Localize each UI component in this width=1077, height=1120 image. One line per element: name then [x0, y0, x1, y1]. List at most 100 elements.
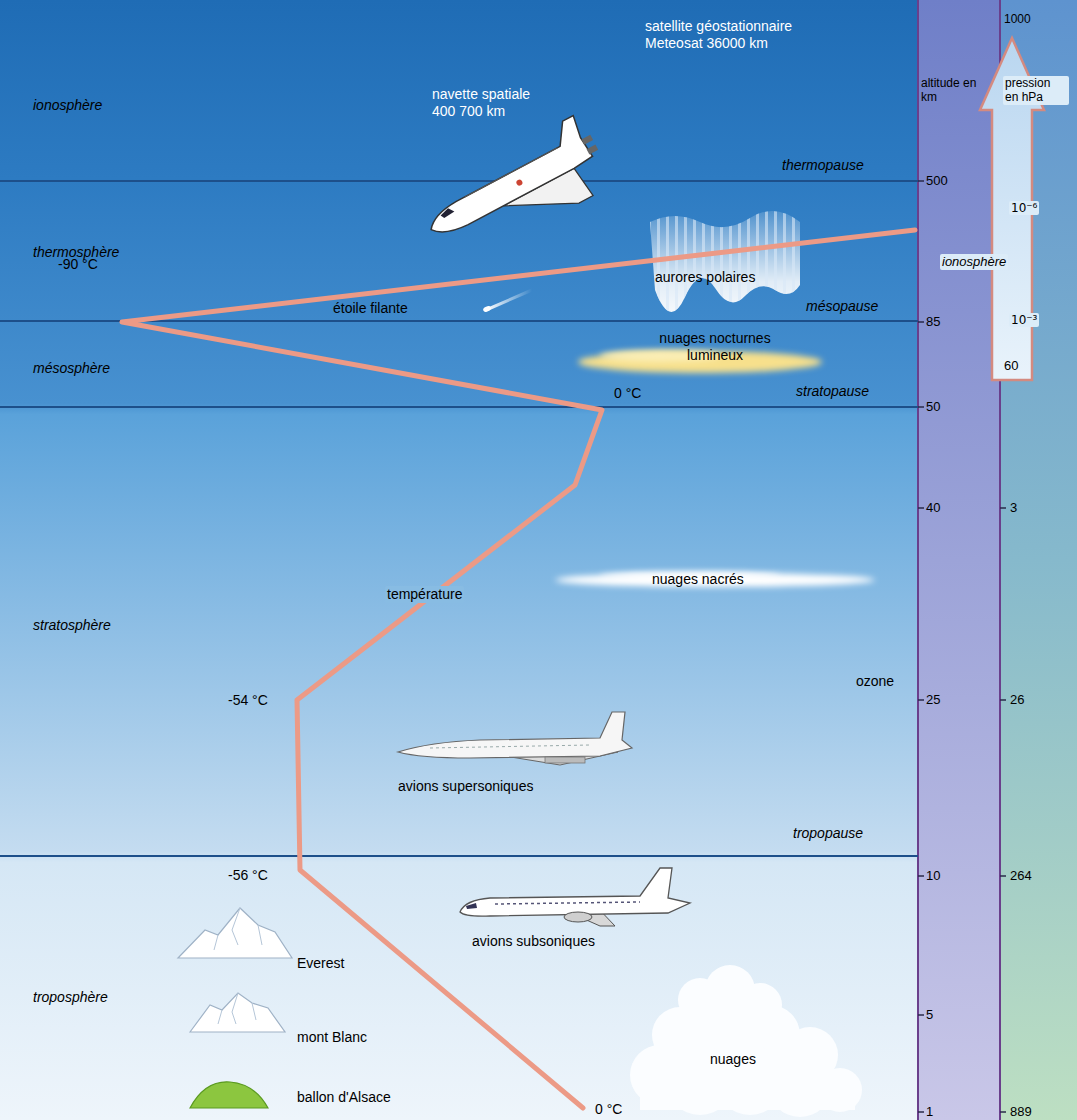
thermosphere-band: thermosphère: [0, 181, 918, 321]
altitude-value: 500: [926, 173, 948, 189]
pressure-value: 10⁻⁶: [1009, 201, 1039, 215]
mont-blanc: [190, 993, 285, 1032]
everest: [178, 908, 292, 958]
layer-name: troposphère: [33, 989, 108, 1005]
altitude-value: 40: [926, 500, 940, 516]
subsonic-plane: [495, 902, 640, 904]
axis-tick: [918, 507, 924, 509]
pressure-value: 1000: [1004, 12, 1031, 26]
meteor: [482, 305, 491, 313]
pressure-value: 889: [1010, 1104, 1032, 1120]
temperature-value: -54 °C: [228, 692, 268, 709]
altitude-value: 85: [926, 314, 940, 330]
ballon-d-alsace: [190, 1082, 268, 1108]
layer-boundary: [0, 406, 918, 408]
axis-tick: [918, 875, 924, 877]
supersonic-plane: [398, 712, 632, 765]
axis-title: pression en hPa: [1003, 76, 1069, 105]
object-label: nuages: [710, 1051, 756, 1068]
phenomenon-label: ozone: [856, 673, 894, 690]
nacreous-cloud: [555, 572, 875, 587]
axis-tick: [918, 406, 924, 408]
axis-tick: [918, 699, 924, 701]
curve-label: température: [385, 586, 464, 603]
altitude-value: 25: [926, 692, 940, 708]
space-shuttle: [415, 116, 595, 242]
space-shuttle: [439, 206, 455, 219]
axis-tick: [918, 1111, 924, 1113]
axis-tick: [1000, 699, 1006, 701]
layer-name: stratosphère: [33, 617, 111, 633]
axis-tick: [1000, 507, 1006, 509]
layer-boundary: [0, 855, 918, 857]
space-shuttle: [587, 145, 599, 155]
axis-tick: [918, 1014, 924, 1016]
mont-blanc: [218, 993, 256, 1024]
temperature-value: -90 °C: [58, 256, 98, 273]
pressure-value: 264: [1010, 868, 1032, 884]
axis-tick: [918, 321, 924, 323]
temperature-value: -56 °C: [228, 867, 268, 884]
subsonic-plane: [460, 868, 690, 926]
space-shuttle: [581, 135, 593, 145]
cumulus-cloud: [640, 1085, 855, 1110]
object-label: avions supersoniques: [398, 778, 533, 795]
pressure-value: 60: [1004, 358, 1018, 374]
supersonic-plane: [398, 712, 632, 758]
altitude-value: 1: [926, 1104, 933, 1120]
space-shuttle: [465, 148, 558, 197]
shuttle-label: navette spatiale 400 700 km: [432, 86, 557, 120]
mesosphere-band: mésosphère: [0, 321, 918, 407]
layer-name: ionosphère: [33, 97, 102, 113]
troposphere-band: troposphère: [0, 856, 918, 1120]
cumulus-cloud: [630, 965, 862, 1117]
subsonic-plane: [460, 868, 690, 916]
phenomenon-label: étoile filante: [333, 300, 408, 317]
object-label: mont Blanc: [297, 1029, 367, 1046]
mont-blanc: [190, 993, 285, 1032]
supersonic-plane: [430, 745, 590, 748]
object-label: avions subsoniques: [472, 933, 595, 950]
axis-tick: [1000, 1111, 1006, 1113]
aurora: [650, 211, 800, 312]
subsonic-plane: [466, 903, 477, 909]
axis-title: altitude en km: [921, 76, 979, 105]
altitude-column: [918, 0, 1000, 1120]
space-shuttle: [415, 113, 616, 270]
aurora: [650, 211, 800, 312]
object-label: Everest: [297, 955, 344, 972]
altitude-value: 10: [926, 868, 940, 884]
everest: [214, 908, 262, 950]
meteor: [486, 290, 532, 310]
axis-tick: [1000, 875, 1006, 877]
altitude-value: 50: [926, 399, 940, 415]
phenomenon-label: nuages nocturnes lumineux: [640, 330, 790, 364]
meteor: [482, 290, 532, 313]
space-shuttle: [515, 179, 523, 187]
layer-name: mésosphère: [33, 360, 110, 376]
temperature-value: 0 °C: [614, 385, 641, 402]
altitude-value: 5: [926, 1007, 933, 1023]
boundary-name: tropopause: [793, 825, 863, 842]
pressure-value: 10⁻³: [1009, 313, 1039, 327]
boundary-name: thermopause: [782, 157, 864, 174]
temperature-value: 0 °C: [595, 1101, 622, 1118]
object-label: ballon d'Alsace: [297, 1089, 391, 1106]
boundary-name: mésopause: [806, 298, 878, 315]
subsonic-plane: [564, 912, 592, 922]
supersonic-plane: [545, 757, 585, 763]
axis-tick: [918, 180, 924, 182]
boundary-name: stratopause: [796, 383, 869, 400]
temperature-curve: [122, 230, 915, 1108]
layer-boundary: [0, 180, 918, 182]
aurora: [650, 211, 800, 312]
column-border: [917, 0, 919, 1120]
phenomenon-label: nuages nacrés: [652, 571, 744, 588]
phenomenon-label: aurores polaires: [655, 269, 755, 286]
sky-background: [0, 0, 918, 1120]
pressure-value: 26: [1010, 692, 1024, 708]
everest: [178, 908, 292, 958]
